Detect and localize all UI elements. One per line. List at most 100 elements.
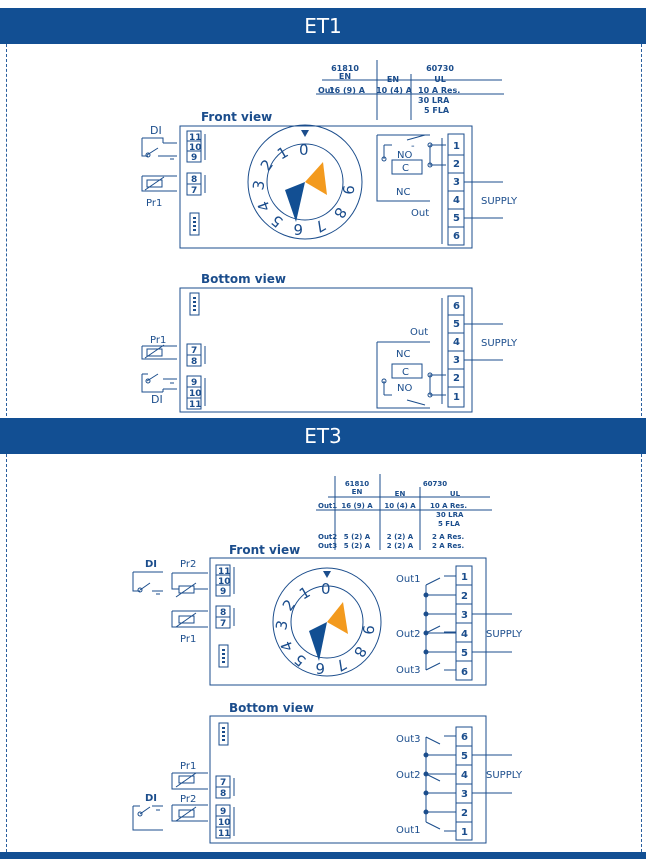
- et3-bottom-left-terminals: 7 8 9 10 11: [215, 775, 235, 839]
- et1-std2-en: EN: [387, 75, 399, 84]
- svg-text:4: 4: [453, 195, 460, 206]
- svg-text:2 A Res.: 2 A Res.: [432, 533, 464, 541]
- svg-text:6: 6: [461, 667, 468, 678]
- svg-text:11: 11: [189, 133, 202, 143]
- svg-text:Out1: Out1: [396, 825, 421, 836]
- svg-text:9: 9: [220, 587, 226, 597]
- svg-text:3: 3: [272, 619, 291, 632]
- svg-text:61810: 61810: [345, 480, 369, 488]
- et1-bottom-relay: NC C NO Out 6 5 4 3 2 1 SUPPLY: [376, 295, 518, 409]
- svg-text:11: 11: [218, 829, 231, 839]
- et1-ul-2: 30 LRA: [418, 96, 450, 105]
- svg-text:Out1: Out1: [318, 502, 337, 510]
- svg-text:0: 0: [321, 580, 331, 598]
- supply-label: SUPPLY: [481, 196, 518, 207]
- svg-text:C: C: [402, 367, 409, 378]
- svg-text:Pr1: Pr1: [180, 761, 196, 772]
- svg-text:3: 3: [249, 179, 268, 192]
- svg-text:7: 7: [191, 346, 197, 356]
- panel-et3: [6, 454, 642, 852]
- svg-text:Out3: Out3: [396, 734, 421, 745]
- section-title: ET1: [304, 14, 342, 38]
- svg-text:2: 2: [453, 159, 460, 170]
- svg-text:10: 10: [218, 818, 231, 828]
- svg-text:DI: DI: [145, 559, 157, 570]
- svg-text:9: 9: [220, 807, 226, 817]
- svg-text:11: 11: [189, 400, 202, 410]
- svg-text:1: 1: [453, 141, 460, 152]
- svg-text:6: 6: [453, 231, 460, 242]
- et1-en61810: 16 (9) A: [329, 86, 366, 95]
- et1-bottom-di-pr1: Pr1 DI: [141, 335, 177, 406]
- dial-orange-pointer-icon: [305, 162, 327, 195]
- svg-text:6: 6: [315, 659, 325, 677]
- svg-text:6: 6: [453, 301, 460, 312]
- svg-text:Out2: Out2: [396, 770, 421, 781]
- svg-text:2: 2: [279, 596, 299, 614]
- svg-text:Out: Out: [410, 327, 428, 338]
- svg-text:4: 4: [453, 337, 460, 348]
- et3-bottom-outputs: 6 5 4 3 2 1 Out3 Out2 Out1 SUPPLY: [396, 726, 523, 841]
- et3-front-housing: [209, 557, 487, 686]
- et1-ratings-table: 61810 EN 60730 EN UL Out 16 (9) A 10 (4)…: [316, 60, 504, 120]
- et1-bottom-view-label: Bottom view: [201, 272, 286, 286]
- svg-text:5 FLA: 5 FLA: [438, 520, 461, 528]
- svg-text:DI: DI: [151, 393, 163, 406]
- svg-text:UL: UL: [450, 490, 461, 498]
- svg-text:11: 11: [218, 567, 231, 577]
- pr1-label: Pr1: [146, 198, 162, 209]
- svg-text:NO: NO: [397, 150, 412, 161]
- svg-text:SUPPLY: SUPPLY: [486, 770, 523, 781]
- svg-text:EN: EN: [395, 490, 406, 498]
- et3-bottom-housing: [209, 715, 487, 844]
- svg-text:10: 10: [189, 143, 202, 153]
- footer-band: [0, 852, 646, 859]
- panel-et1: [6, 44, 642, 416]
- et1-row-label: Out: [318, 86, 334, 95]
- svg-text:Front view: Front view: [229, 543, 300, 557]
- svg-text:3: 3: [453, 177, 460, 188]
- svg-text:2 A Res.: 2 A Res.: [432, 542, 464, 550]
- svg-text:5: 5: [461, 751, 468, 762]
- et1-std1: 61810: [331, 64, 359, 73]
- svg-text:5: 5: [453, 319, 460, 330]
- svg-text:0: 0: [299, 141, 309, 159]
- svg-text:4: 4: [277, 639, 297, 654]
- svg-text:2: 2: [461, 808, 468, 819]
- et1-front-di-pr1: DI Pr1: [141, 124, 177, 209]
- svg-text:NC: NC: [396, 349, 410, 360]
- svg-text:C: C: [402, 163, 409, 174]
- et1-std1-sub: EN: [339, 72, 351, 81]
- svg-text:Out3: Out3: [318, 542, 337, 550]
- svg-text:3: 3: [461, 610, 468, 621]
- svg-text:SUPPLY: SUPPLY: [481, 338, 518, 349]
- svg-text:6: 6: [293, 220, 303, 238]
- svg-text:1: 1: [461, 827, 468, 838]
- svg-text:16 (9) A: 16 (9) A: [341, 502, 373, 510]
- et3-ratings-table: 61810 EN 60730 EN UL Out1 16 (9) A 10 (4…: [316, 474, 492, 550]
- svg-text:Out1: Out1: [396, 574, 421, 585]
- svg-text:2 (2) A: 2 (2) A: [387, 533, 414, 541]
- svg-text:NC: NC: [396, 187, 410, 198]
- et1-ul-1: 10 A Res.: [418, 86, 460, 95]
- svg-text:10 A Res.: 10 A Res.: [430, 502, 467, 510]
- svg-text:30 LRA: 30 LRA: [436, 511, 464, 519]
- et3-bottom-di-pr: Pr1 Pr2 DI: [132, 761, 208, 831]
- svg-text:9: 9: [339, 184, 358, 195]
- svg-text:Out2: Out2: [396, 629, 421, 640]
- et1-std2: 60730: [426, 64, 454, 73]
- svg-text:4: 4: [461, 770, 468, 781]
- et1-ul-3: 5 FLA: [424, 106, 450, 115]
- et1-front-view-label: Front view: [201, 110, 272, 124]
- svg-text:2: 2: [257, 156, 277, 174]
- svg-text:9: 9: [191, 153, 197, 163]
- di-label: DI: [150, 124, 162, 137]
- svg-text:2: 2: [461, 591, 468, 602]
- svg-text:5: 5: [453, 213, 460, 224]
- svg-text:Out2: Out2: [318, 533, 337, 541]
- svg-text:-: -: [411, 141, 415, 152]
- et3-front-di-pr: DI Pr2 Pr1: [132, 559, 208, 645]
- svg-text:8: 8: [220, 608, 226, 618]
- svg-text:8: 8: [350, 643, 370, 660]
- et3-front-outputs: 1 2 3 4 5 6 Out1 Out2 Out3 SUPPLY: [396, 565, 523, 681]
